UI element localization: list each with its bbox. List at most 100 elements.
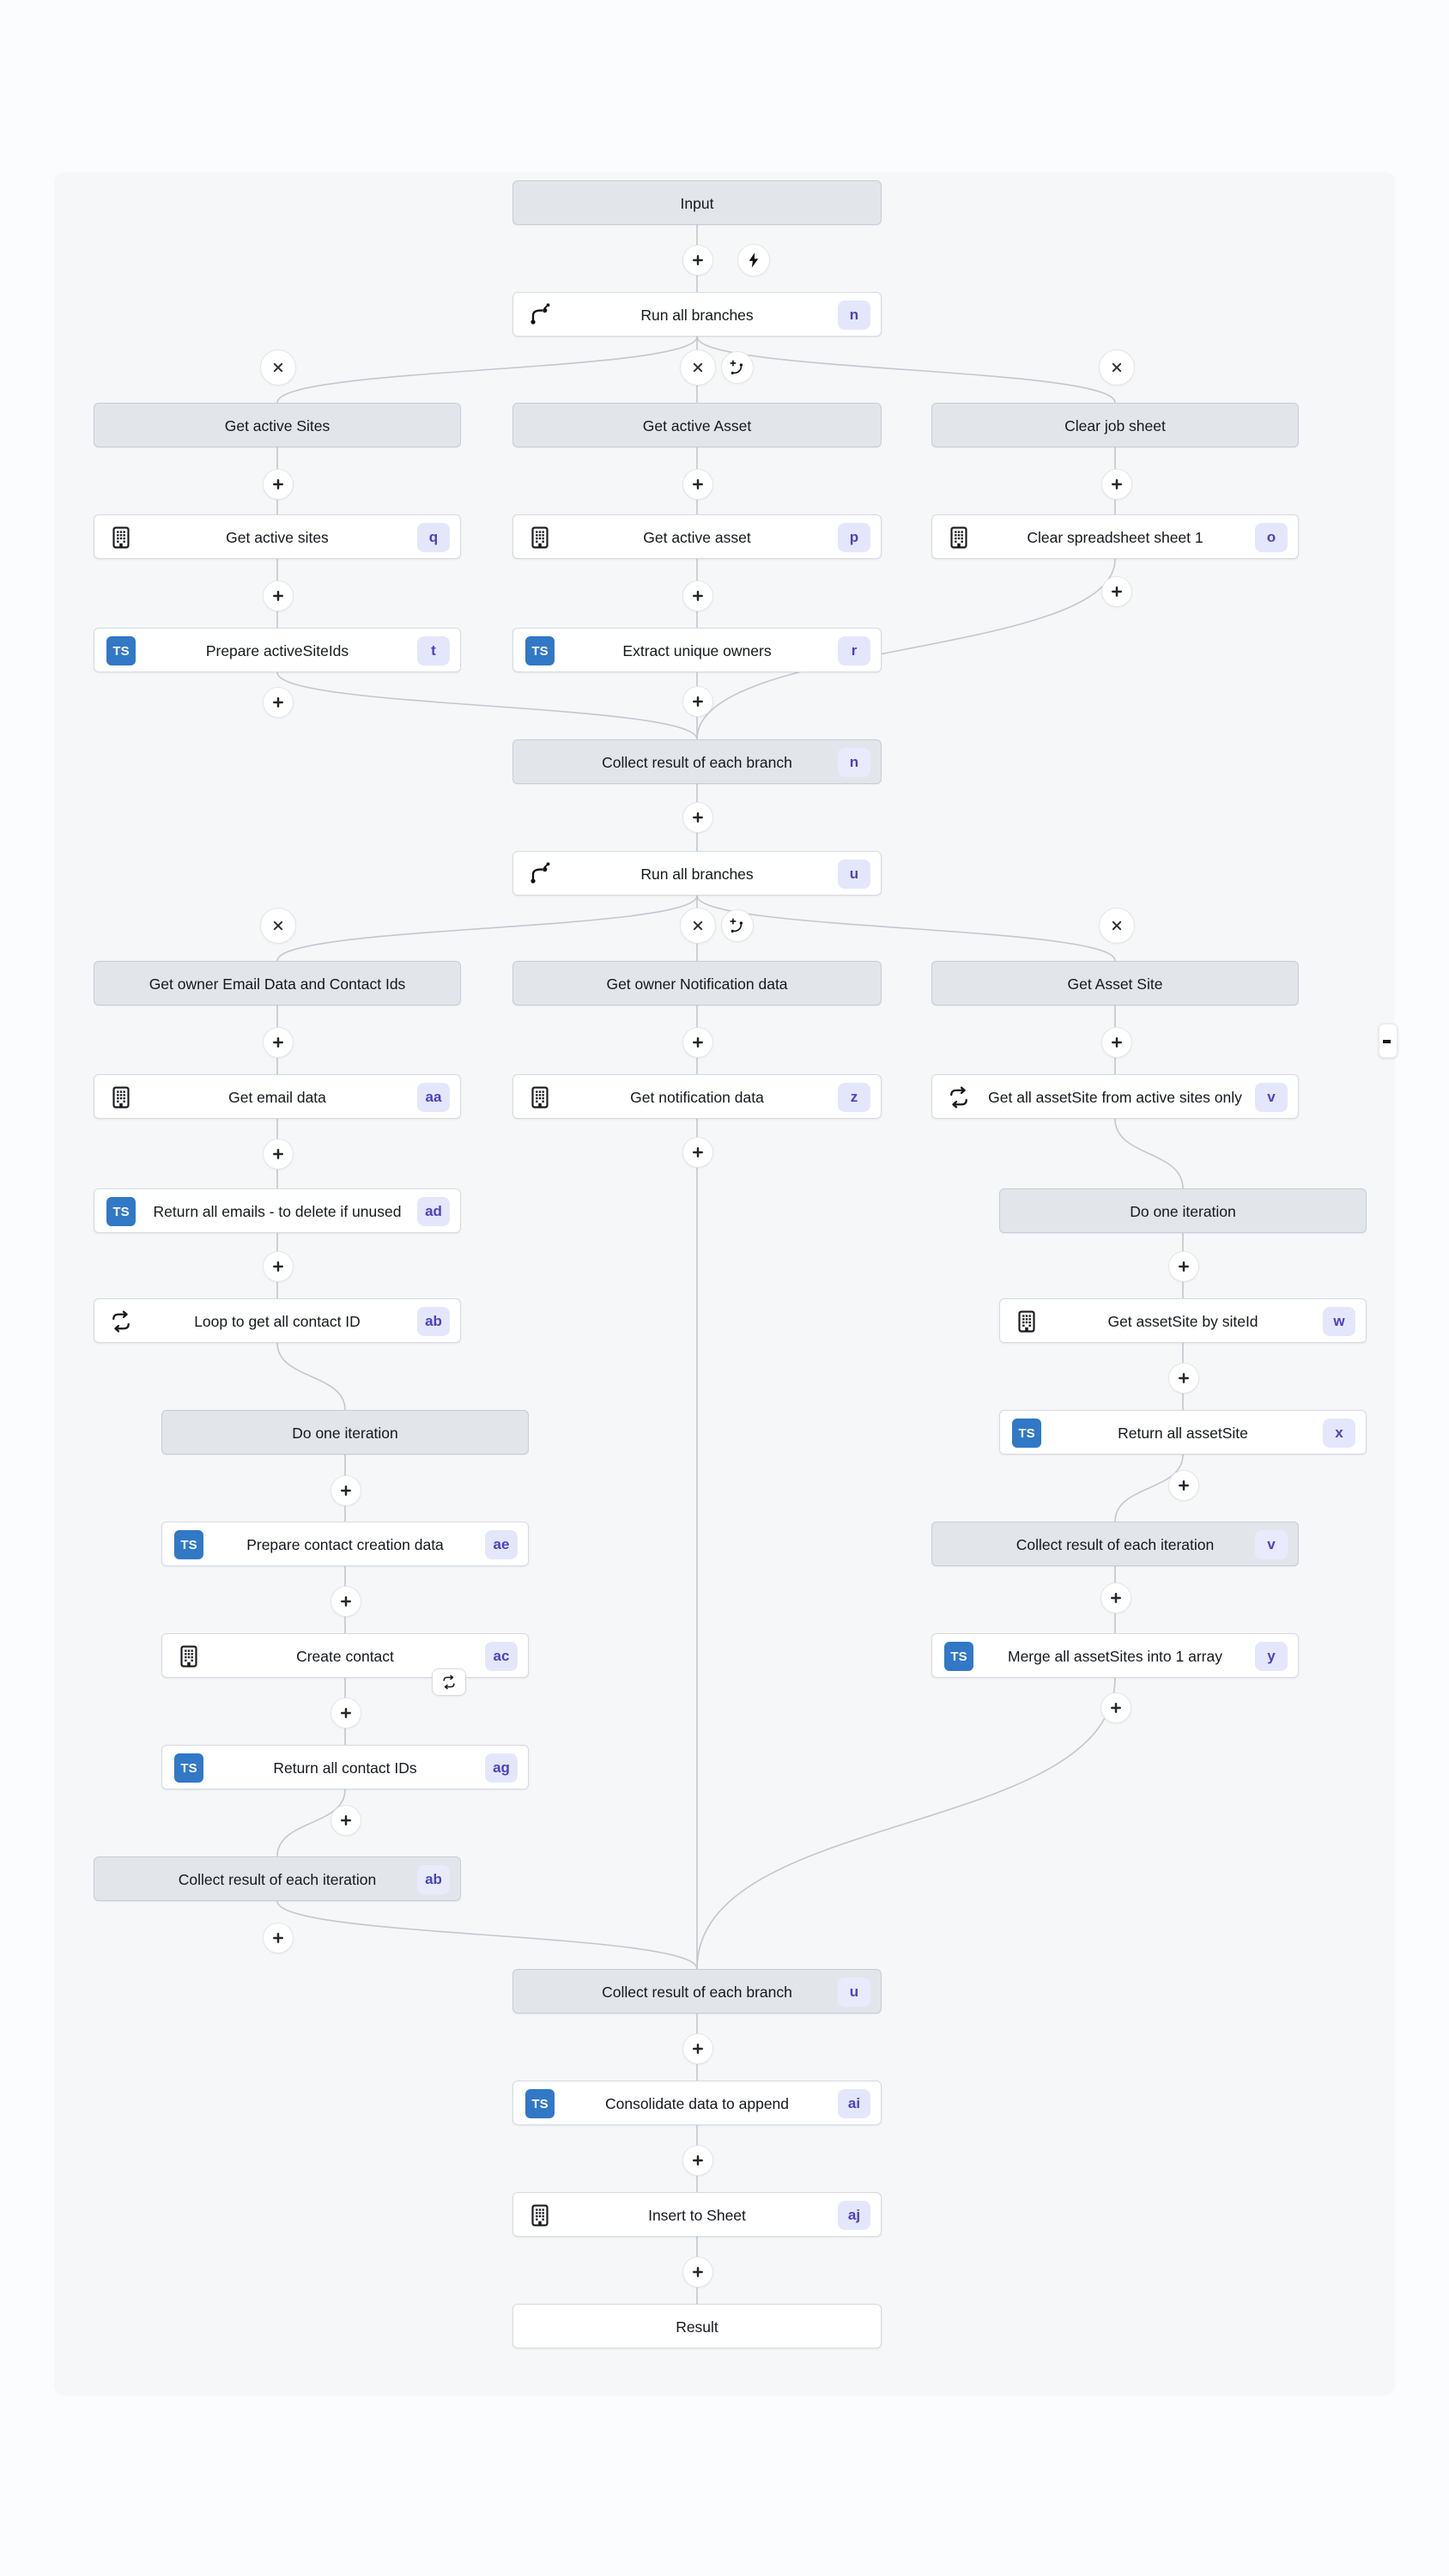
block-prep_ae[interactable]: TS Prepare contact creation data ae: [161, 1522, 529, 1566]
ts-icon: TS: [525, 636, 555, 665]
block-clear_o[interactable]: Clear spreadsheet sheet 1 o: [931, 514, 1299, 559]
block-hdr_email[interactable]: Get owner Email Data and Contact Ids: [94, 961, 461, 1005]
block-label: Get active Asset: [642, 417, 752, 434]
add-step-button[interactable]: [263, 1139, 294, 1170]
block-label: Merge all assetSites into 1 array: [1008, 1648, 1222, 1665]
block-label: Get owner Email Data and Contact Ids: [149, 975, 406, 993]
loop-icon: [106, 1307, 136, 1336]
remove-branch-button[interactable]: [680, 349, 716, 386]
add-step-button[interactable]: [682, 2257, 713, 2287]
add-step-button[interactable]: [330, 1805, 361, 1836]
block-label: Prepare activeSiteIds: [205, 642, 349, 659]
block-get_asset[interactable]: Get active asset p: [512, 514, 882, 559]
add-step-button[interactable]: [1101, 1027, 1132, 1058]
block-label: Insert to Sheet: [648, 2207, 746, 2224]
canvas-background: [54, 172, 1395, 2396]
block-badge: ab: [417, 1865, 450, 1894]
add-step-button[interactable]: [1100, 1692, 1131, 1723]
zoom-out-button[interactable]: [1379, 1024, 1397, 1058]
block-badge: ai: [838, 2089, 870, 2118]
block-notif_z[interactable]: Get notification data z: [512, 1074, 882, 1119]
add-step-button[interactable]: [682, 686, 713, 717]
block-collect_n[interactable]: Collect result of each branch n: [512, 739, 882, 784]
block-consol_ai[interactable]: TS Consolidate data to append ai: [512, 2081, 882, 2125]
block-get_sites[interactable]: Get active sites q: [94, 514, 461, 559]
remove-branch-button[interactable]: [680, 908, 716, 944]
block-create_ac[interactable]: Create contact ac: [161, 1633, 529, 1678]
block-hdr_sites[interactable]: Get active Sites: [94, 403, 461, 447]
add-step-button[interactable]: [682, 469, 713, 500]
block-merge_y[interactable]: TS Merge all assetSites into 1 array y: [931, 1633, 1299, 1678]
building-icon: [174, 1642, 203, 1671]
add-step-button[interactable]: [263, 1923, 294, 1953]
block-loop_ab[interactable]: Loop to get all contact ID ab: [94, 1298, 461, 1343]
block-email_aa[interactable]: Get email data aa: [94, 1074, 461, 1119]
block-badge: ad: [417, 1197, 450, 1226]
block-input[interactable]: Input: [512, 180, 882, 225]
block-insert_aj[interactable]: Insert to Sheet aj: [512, 2192, 882, 2237]
add-step-button[interactable]: [1100, 1583, 1131, 1613]
block-label: Collect result of each iteration: [1016, 1536, 1215, 1553]
block-prep_t[interactable]: TS Prepare activeSiteIds t: [94, 628, 461, 672]
block-label: Do one iteration: [1130, 1203, 1236, 1220]
add-step-button[interactable]: [1101, 576, 1132, 607]
add-branch-button[interactable]: [721, 909, 754, 942]
add-step-button[interactable]: [682, 2033, 713, 2064]
add-step-button[interactable]: [682, 1137, 713, 1168]
add-step-button[interactable]: [263, 469, 294, 500]
block-label: Input: [680, 195, 714, 212]
block-assetsite_v[interactable]: Get all assetSite from active sites only…: [931, 1074, 1299, 1119]
add-step-button[interactable]: [263, 580, 294, 611]
block-hdr_asset[interactable]: Get active Asset: [512, 403, 882, 447]
block-badge: u: [838, 1978, 870, 2007]
add-step-button[interactable]: [682, 245, 713, 276]
add-branch-button[interactable]: [721, 351, 754, 384]
block-hdr_notif[interactable]: Get owner Notification data: [512, 961, 882, 1005]
block-label: Get active asset: [643, 529, 751, 546]
add-step-button[interactable]: [330, 1586, 361, 1617]
block-badge: n: [838, 748, 870, 777]
block-subhdr_r[interactable]: Do one iteration: [999, 1188, 1367, 1233]
add-step-button[interactable]: [682, 802, 713, 833]
block-return_ad[interactable]: TS Return all emails - to delete if unus…: [94, 1188, 461, 1233]
block-label: Return all emails - to delete if unused: [153, 1203, 402, 1220]
ts-icon: TS: [106, 636, 136, 665]
add-step-button[interactable]: [1168, 1470, 1199, 1501]
block-run_n[interactable]: Run all branches n: [512, 292, 882, 337]
block-badge: ab: [417, 1307, 450, 1336]
add-step-button[interactable]: [1101, 469, 1132, 500]
block-getbyid_w[interactable]: Get assetSite by siteId w: [999, 1298, 1367, 1343]
add-step-button[interactable]: [682, 580, 713, 611]
add-step-button[interactable]: [263, 687, 294, 718]
trigger-button[interactable]: [737, 244, 770, 276]
block-collect_v[interactable]: Collect result of each iteration v: [931, 1522, 1299, 1566]
block-subhdr_l[interactable]: Do one iteration: [161, 1410, 529, 1455]
block-extract_r[interactable]: TS Extract unique owners r: [512, 628, 882, 672]
block-hdr_assetsite[interactable]: Get Asset Site: [931, 961, 1299, 1005]
add-step-button[interactable]: [1168, 1363, 1199, 1394]
add-step-button[interactable]: [330, 1475, 361, 1506]
block-return_x[interactable]: TS Return all assetSite x: [999, 1410, 1367, 1455]
add-step-button[interactable]: [682, 1027, 713, 1058]
ts-icon: TS: [525, 2089, 555, 2118]
block-return_ag[interactable]: TS Return all contact IDs ag: [161, 1745, 529, 1789]
remove-branch-button[interactable]: [1099, 349, 1135, 386]
block-badge: u: [838, 860, 870, 889]
loop-indicator[interactable]: [432, 1668, 466, 1696]
block-collect_ab[interactable]: Collect result of each iteration ab: [94, 1856, 461, 1901]
add-step-button[interactable]: [682, 2145, 713, 2176]
block-label: Prepare contact creation data: [246, 1536, 444, 1553]
add-step-button[interactable]: [330, 1698, 361, 1728]
add-step-button[interactable]: [1168, 1251, 1199, 1282]
remove-branch-button[interactable]: [260, 908, 296, 944]
add-step-button[interactable]: [263, 1251, 294, 1282]
block-badge: y: [1255, 1642, 1288, 1671]
block-collect_u[interactable]: Collect result of each branch u: [512, 1969, 882, 2014]
block-label: Clear spreadsheet sheet 1: [1027, 529, 1203, 546]
block-hdr_clear[interactable]: Clear job sheet: [931, 403, 1299, 447]
block-result[interactable]: Result: [512, 2304, 882, 2348]
block-run_u[interactable]: Run all branches u: [512, 851, 882, 896]
remove-branch-button[interactable]: [260, 349, 296, 386]
add-step-button[interactable]: [263, 1027, 294, 1058]
remove-branch-button[interactable]: [1099, 908, 1135, 944]
